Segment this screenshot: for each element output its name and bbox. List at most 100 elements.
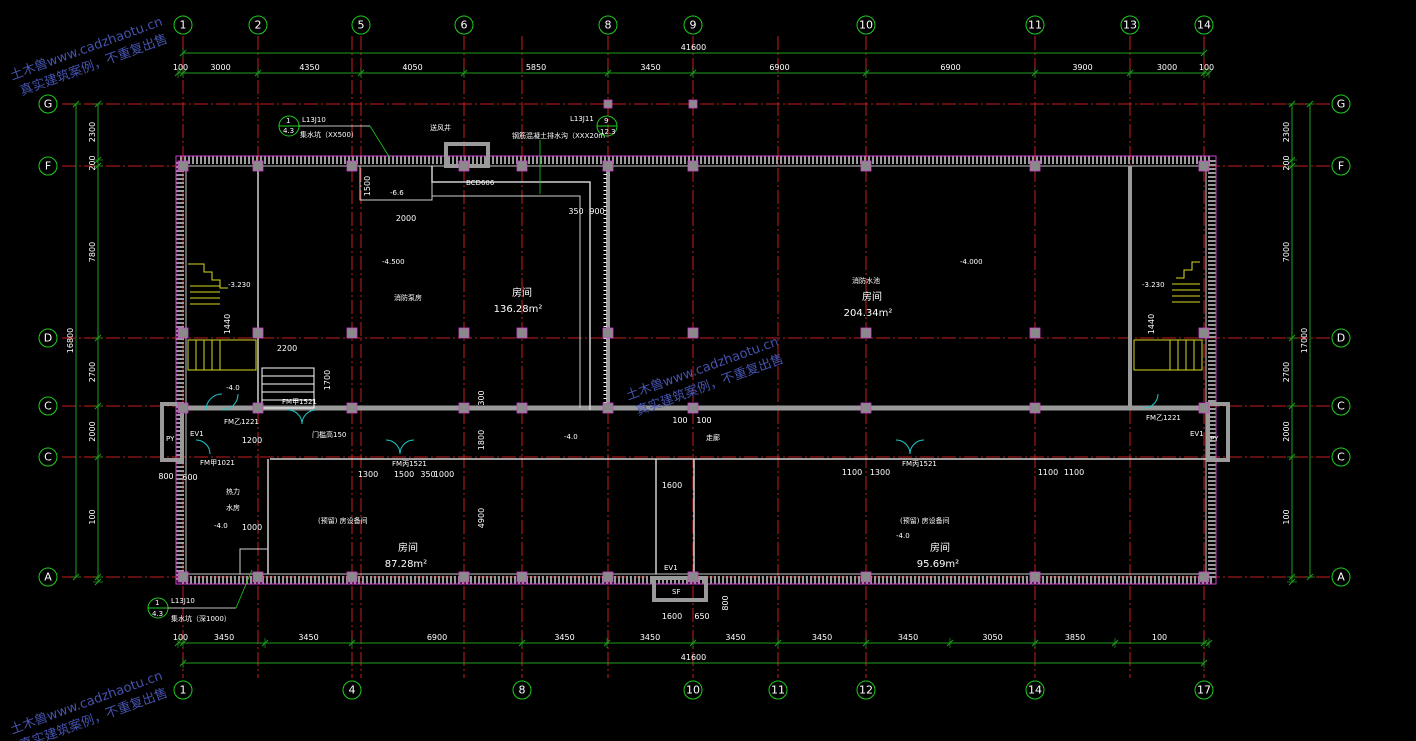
- dimension-text: 41600: [681, 653, 706, 662]
- axis-bubble-left: C: [38, 396, 58, 416]
- dimension-text: 3050: [982, 633, 1002, 642]
- axis-bubble-bottom-label: 8: [519, 684, 526, 697]
- elev-5: -3.230: [1142, 281, 1165, 289]
- axis-bubble-top: 8: [598, 15, 618, 35]
- structural-column: [177, 402, 189, 414]
- structural-column: [1198, 327, 1210, 339]
- dimension-text: 17000: [1300, 328, 1309, 353]
- axis-bubble-top-label: 14: [1197, 19, 1211, 32]
- inner-dimension-text: 800: [721, 595, 730, 610]
- structural-column: [458, 160, 470, 172]
- heat-label: 热力: [226, 487, 240, 496]
- structural-column: [860, 160, 872, 172]
- detail-ref-1-code: L13J10: [302, 116, 326, 124]
- axis-bubble-top-label: 11: [1028, 19, 1042, 32]
- structural-column: [602, 327, 614, 339]
- door-fm1-left: [221, 393, 239, 411]
- sf-label: SF: [672, 588, 680, 596]
- detail-ref-3-code: L13J10: [171, 597, 195, 605]
- dimension-text: 3450: [725, 633, 745, 642]
- axis-bubble-top: 11: [1025, 15, 1045, 35]
- elev-2: -4.500: [382, 258, 405, 266]
- inner-dimension-text: 1440: [223, 314, 232, 334]
- dimension-text: 3850: [1065, 633, 1085, 642]
- inner-dimension-text: 1700: [323, 370, 332, 390]
- pump-room-label: 消防泵房: [394, 293, 422, 302]
- room-4-name: 房间: [930, 541, 950, 554]
- axis-bubble-bottom: 1: [173, 680, 193, 700]
- dimension-text: 100: [88, 509, 97, 524]
- sump-pit: [359, 166, 433, 201]
- elev-4: -4.000: [960, 258, 983, 266]
- axis-bubble-top-label: 13: [1123, 19, 1137, 32]
- watermark-top-left: 土木兽www.cadzhaotu.cn 真实建筑案例，不重复出售: [8, 15, 170, 100]
- dimension-text: 3000: [210, 63, 230, 72]
- axis-bubble-right-label: C: [1337, 451, 1345, 464]
- axis-bubble-bottom: 11: [768, 680, 788, 700]
- structural-column: [1198, 160, 1210, 172]
- structural-column: [252, 160, 264, 172]
- dimension-text: 200: [1282, 155, 1291, 170]
- axis-bubble-left-label: F: [45, 160, 51, 173]
- stair-right-upper: [1172, 261, 1200, 303]
- dimension-text: 6900: [769, 63, 789, 72]
- corridor-label: 走廊: [706, 433, 720, 442]
- structural-column: [602, 571, 614, 583]
- equip-left-label: (预留) 房设备间: [318, 516, 368, 525]
- structural-column: [687, 160, 699, 172]
- door-fm4-b: [895, 439, 925, 455]
- room-3-name: 房间: [398, 541, 418, 554]
- heat2-label: 水房: [226, 503, 240, 512]
- dimension-text: 41600: [681, 43, 706, 52]
- dim-bottom-total: 41600: [179, 653, 1208, 668]
- axis-bubble-right-label: A: [1337, 571, 1345, 584]
- stair-right-lower: [1133, 339, 1203, 371]
- dimension-text: 3450: [812, 633, 832, 642]
- equip-right-label: (预留) 房设备间: [900, 516, 950, 525]
- axis-bubble-top-label: 9: [690, 19, 697, 32]
- detail-ref-2-code: L13J11: [570, 115, 594, 123]
- structural-column: [516, 327, 528, 339]
- structural-column: [1029, 402, 1041, 414]
- inner-dimension-text: 100: [672, 416, 687, 425]
- axis-bubble-top: 10: [856, 15, 876, 35]
- structural-column: [177, 160, 189, 172]
- dimension-text: 2300: [1282, 122, 1291, 142]
- axis-bubble-bottom-label: 14: [1028, 684, 1042, 697]
- watermark-bottom-left: 土木兽www.cadzhaotu.cn 真实建筑案例，不重复出售: [8, 669, 170, 741]
- structural-column: [1198, 571, 1210, 583]
- structural-column: [516, 402, 528, 414]
- pump-room-partition: [431, 166, 591, 410]
- inner-dimension-text: 4900: [477, 508, 486, 528]
- stairs-layer: [187, 261, 1203, 409]
- axis-bubble-bottom: 12: [856, 680, 876, 700]
- fm5-label: FM丙1521: [902, 460, 937, 468]
- axis-bubble-right: G: [1331, 94, 1351, 114]
- structural-column: [458, 571, 470, 583]
- axis-bubble-right-label: G: [1337, 98, 1346, 111]
- inner-dimension-text: 1200: [242, 436, 262, 445]
- dimension-text: 4050: [402, 63, 422, 72]
- detail-ref-3-text: 集水坑（深1000）: [171, 614, 231, 623]
- shaft-label: 送风井: [430, 123, 451, 132]
- elev-1: -6.6: [390, 189, 404, 197]
- inner-dimension-text: 1000: [434, 470, 454, 479]
- stair-left-lower: [187, 339, 257, 371]
- inner-dimension-text: 300: [477, 390, 486, 405]
- detail-reference-layer: 1 4.3 L13J10 集水坑（XX500） 9 12.3 L13J11 1 …: [147, 115, 618, 623]
- axis-bubble-right-label: C: [1337, 400, 1345, 413]
- inner-dimension-text: 350: [568, 207, 583, 216]
- inner-dimension-text: 600: [182, 473, 197, 482]
- elev-3: -3.230: [228, 281, 251, 289]
- structural-column: [688, 99, 698, 109]
- axis-bubble-bottom-label: 12: [859, 684, 873, 697]
- detail-ref-1-text: 集水坑（XX500）: [300, 130, 358, 139]
- axis-bubble-top: 9: [683, 15, 703, 35]
- dimension-text: 7800: [88, 242, 97, 262]
- detail-ref-2: 9 12.3 L13J11: [539, 115, 618, 194]
- detail-ref-3: 1 4.3 L13J10 集水坑（深1000）: [147, 569, 253, 623]
